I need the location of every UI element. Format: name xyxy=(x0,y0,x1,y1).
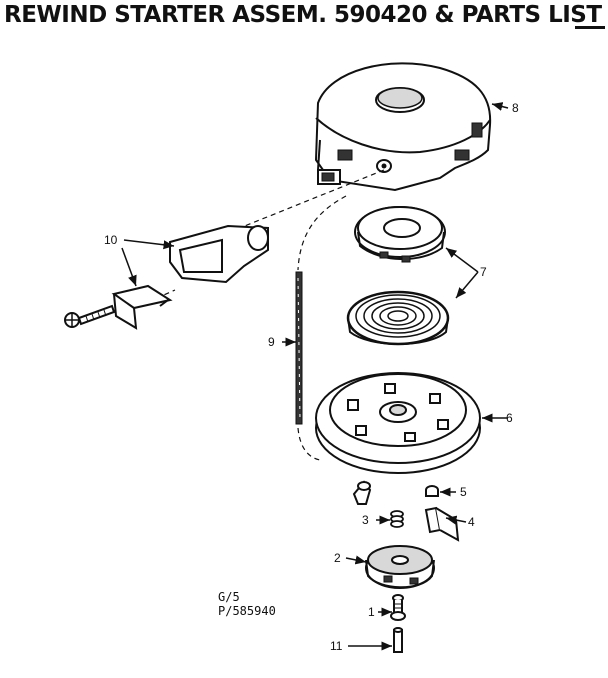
housing-cover xyxy=(314,62,492,192)
retainer-cup-part2 xyxy=(365,545,435,589)
starter-handle xyxy=(169,224,269,284)
title-underline xyxy=(575,26,605,29)
pawl-retainer-part5 xyxy=(425,485,439,497)
recoil-spring xyxy=(346,290,450,346)
leader-4 xyxy=(445,515,467,525)
callout-10: 10 xyxy=(104,233,118,247)
callout-9: 9 xyxy=(268,335,275,349)
leader-2 xyxy=(345,555,367,565)
callout-3: 3 xyxy=(362,513,369,527)
handle-screw xyxy=(64,304,116,328)
callout-8: 8 xyxy=(512,101,519,115)
leader-8 xyxy=(491,102,509,111)
leader-7a xyxy=(445,247,479,273)
leader-lines xyxy=(121,102,509,651)
callout-5: 5 xyxy=(460,485,467,499)
rewind-pulley xyxy=(315,372,481,474)
pivot-pin xyxy=(352,480,372,505)
spring-cup xyxy=(354,206,446,263)
pawl-part4 xyxy=(424,506,460,542)
leader-10a xyxy=(123,239,175,250)
handle-insert xyxy=(111,284,173,330)
callout-1: 1 xyxy=(368,605,375,619)
callout-11: 11 xyxy=(330,639,343,653)
callout-6: 6 xyxy=(506,411,513,425)
pin-part11 xyxy=(393,627,403,653)
leader-10b xyxy=(121,247,137,287)
starter-rope xyxy=(295,271,303,425)
diagram-title: REWIND STARTER ASSEM. 590420 & PARTS LIS… xyxy=(4,2,602,28)
callout-4: 4 xyxy=(468,515,475,529)
callout-2: 2 xyxy=(334,551,341,565)
callout-7: 7 xyxy=(480,265,487,279)
drawing-code-line1: G/5 xyxy=(218,590,240,604)
drawing-code-line2: P/585940 xyxy=(218,604,276,618)
pawl-spring-part3 xyxy=(390,510,404,528)
leader-7b xyxy=(455,271,479,299)
center-screw-part1 xyxy=(390,594,406,621)
